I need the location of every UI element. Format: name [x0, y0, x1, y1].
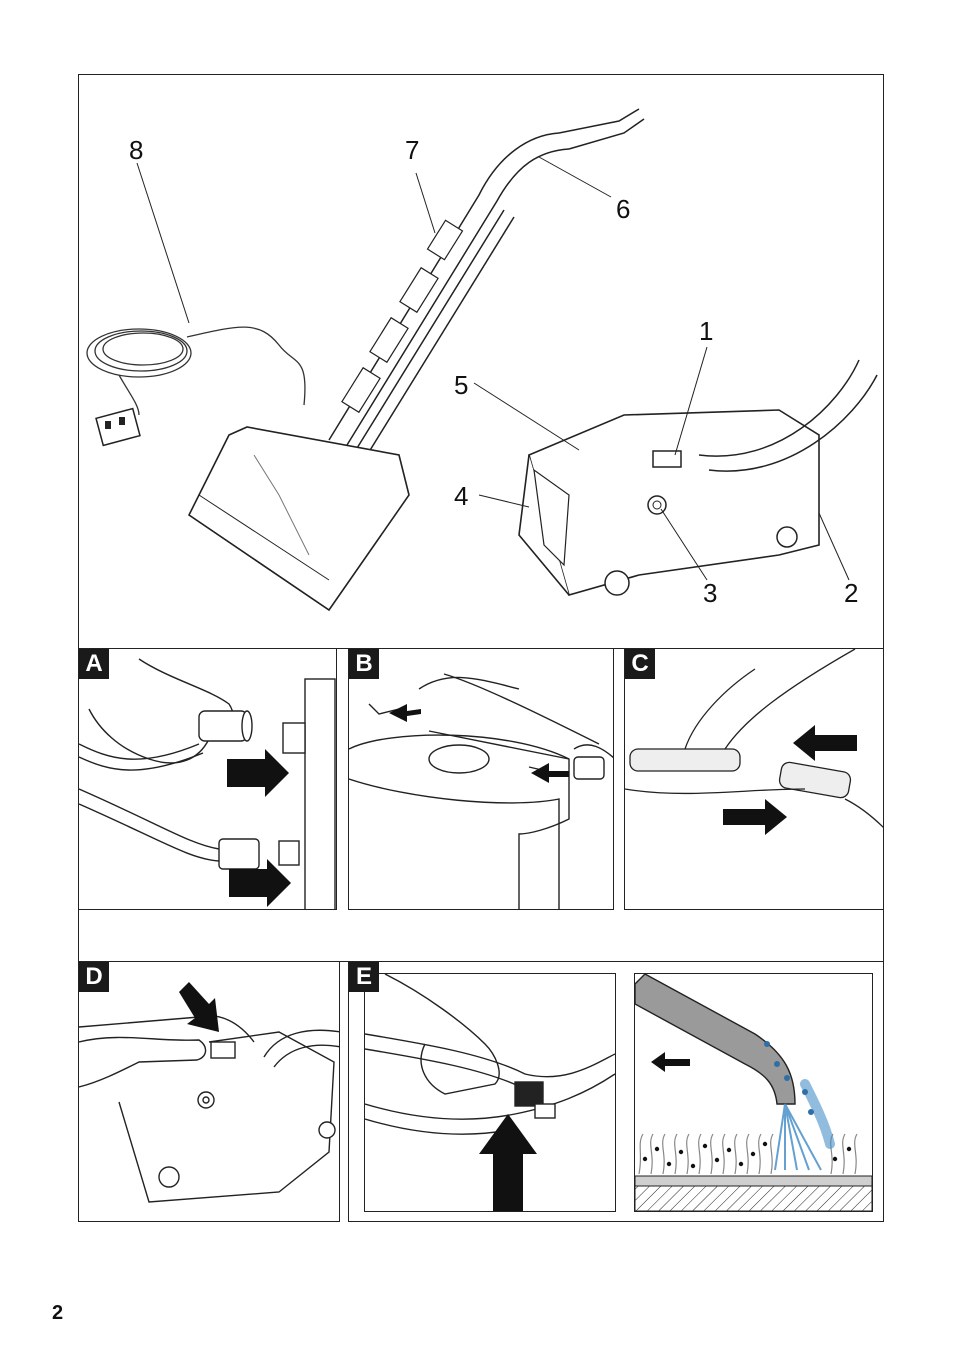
- panel-b-illustration: [349, 649, 614, 910]
- panel-e-handle-view: [364, 973, 616, 1212]
- panel-b-letter: B: [349, 649, 379, 679]
- panel-c-illustration: [625, 649, 884, 910]
- callout-6: 6: [616, 196, 630, 222]
- panel-d: D: [78, 961, 340, 1222]
- callout-3: 3: [703, 580, 717, 606]
- panel-b: B: [348, 648, 614, 910]
- panel-a: A: [78, 648, 337, 910]
- callout-7: 7: [405, 137, 419, 163]
- callout-2: 2: [844, 580, 858, 606]
- page-number: 2: [52, 1302, 63, 1325]
- panel-e-nozzle-view: [634, 973, 873, 1212]
- panel-a-letter: A: [79, 649, 109, 679]
- panel-e-letter: E: [349, 962, 379, 992]
- panel-e-nozzle-illustration: [635, 974, 872, 1211]
- panel-e: E: [348, 961, 884, 1222]
- callout-5: 5: [454, 372, 468, 398]
- panel-c: C: [624, 648, 884, 910]
- panel-c-letter: C: [625, 649, 655, 679]
- panel-a-illustration: [79, 649, 337, 910]
- panel-d-illustration: [79, 962, 340, 1222]
- panel-e-handle-illustration: [365, 974, 615, 1211]
- callout-1: 1: [699, 318, 713, 344]
- overview-frame: 1 2 3 4 5 6 7 8: [78, 74, 884, 649]
- callout-8: 8: [129, 137, 143, 163]
- overview-illustration: [79, 75, 885, 650]
- callout-4: 4: [454, 483, 468, 509]
- panel-d-letter: D: [79, 962, 109, 992]
